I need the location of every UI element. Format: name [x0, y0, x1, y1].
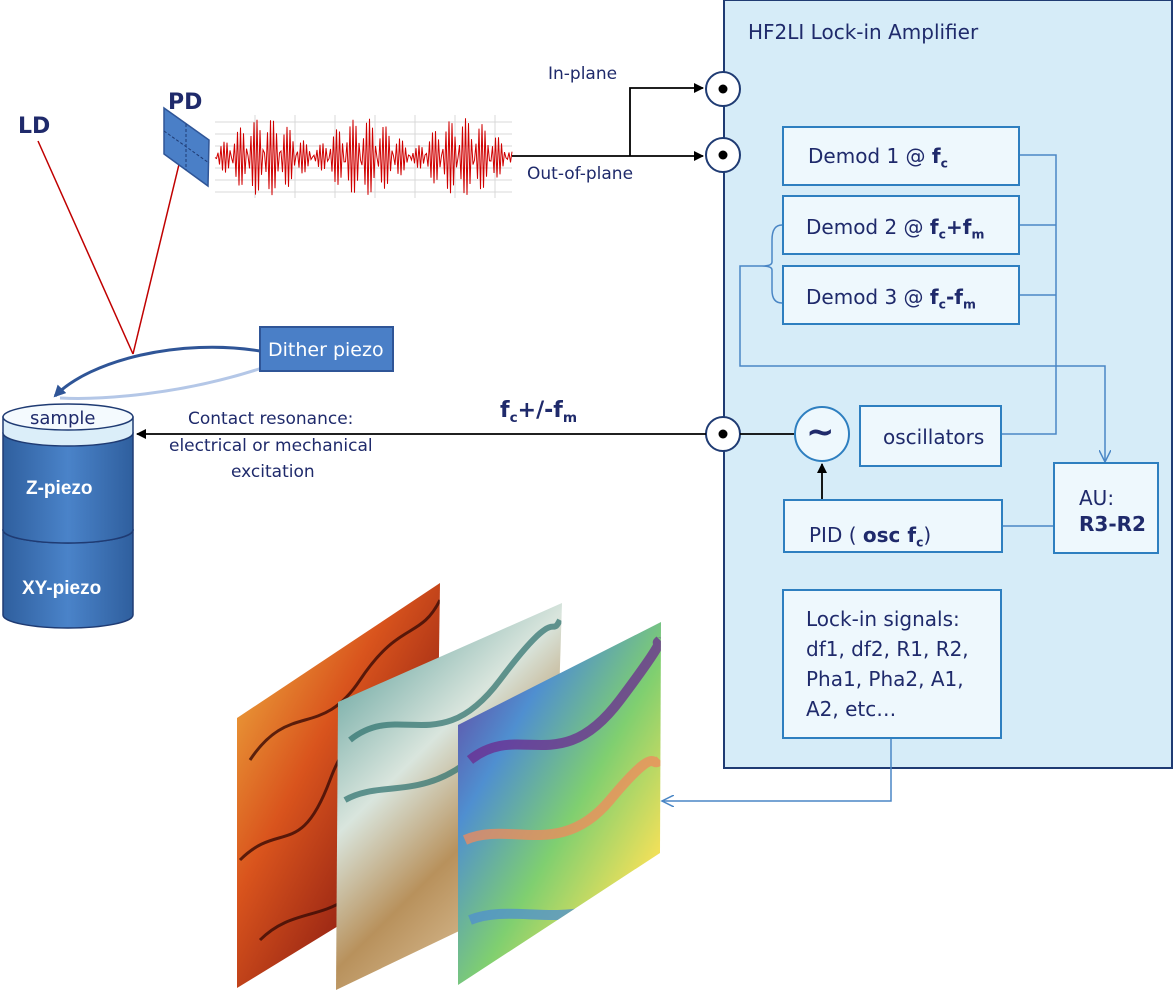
dither-excitation-curve-inner — [59, 366, 263, 400]
pd-label: PD — [168, 90, 203, 115]
excitation-frequency-label: fc+/-fm — [500, 398, 578, 426]
output-connector-excitation[interactable] — [705, 416, 741, 452]
ld-label: LD — [18, 114, 51, 139]
excitation-desc-line-3: excitation — [231, 462, 315, 482]
signals-line-1: Lock-in signals: — [806, 607, 960, 631]
dither-excitation-curve-outer — [53, 345, 261, 398]
signals-line-3: Pha1, Pha2, A1, — [806, 667, 964, 691]
oscillators-box[interactable]: oscillators — [859, 405, 1002, 467]
in-plane-label: In-plane — [548, 64, 618, 84]
demod-routing-lines — [662, 154, 1105, 801]
out-of-plane-label: Out-of-plane — [527, 164, 634, 184]
xy-piezo-label: XY-piezo — [22, 578, 102, 599]
lockin-title: HF2LI Lock-in Amplifier — [748, 20, 979, 44]
demod-1-label: Demod 1 @ fc — [808, 144, 948, 171]
demod-2-label: Demod 2 @ fc+fm — [806, 215, 985, 242]
signals-line-2: df1, df2, R1, R2, — [806, 637, 969, 661]
pid-box[interactable]: PID ( osc fc) — [783, 499, 1003, 553]
laser-incident-beam — [37, 140, 134, 355]
oscillator-symbol-circle — [794, 406, 850, 462]
demod-3-label: Demod 3 @ fc-fm — [806, 285, 976, 312]
z-piezo-label: Z-piezo — [26, 478, 93, 499]
oscillators-label: oscillators — [883, 425, 985, 449]
excitation-desc-line-1: Contact resonance: — [188, 409, 354, 429]
au-label: AU: — [1079, 486, 1115, 510]
demod-2-box[interactable]: Demod 2 @ fc+fm — [782, 195, 1020, 255]
beat-waveform — [214, 118, 513, 196]
signal-branch-in-plane — [629, 83, 704, 156]
input-connector-out-of-plane[interactable] — [705, 137, 741, 173]
pid-label: PID ( osc fc) — [809, 523, 932, 550]
lockin-signals-box[interactable]: Lock-in signals: df1, df2, R1, R2, Pha1,… — [782, 589, 1002, 739]
au-box[interactable]: AU: R3-R2 — [1053, 462, 1159, 554]
au-value: R3-R2 — [1079, 512, 1146, 536]
signals-line-4: A2, etc… — [806, 697, 897, 721]
oscillator-symbol: ~ — [806, 412, 835, 452]
demod-3-box[interactable]: Demod 3 @ fc-fm — [782, 265, 1020, 325]
dither-piezo-box[interactable]: Dither piezo — [259, 326, 394, 372]
excitation-desc-line-2: electrical or mechanical — [169, 436, 373, 456]
laser-reflected-beam — [132, 151, 183, 355]
sample-stack — [2, 403, 134, 629]
dither-piezo-label: Dither piezo — [268, 339, 384, 361]
sample-label: sample — [30, 408, 96, 429]
input-connector-in-plane[interactable] — [705, 71, 741, 107]
demod-1-box[interactable]: Demod 1 @ fc — [782, 126, 1020, 186]
